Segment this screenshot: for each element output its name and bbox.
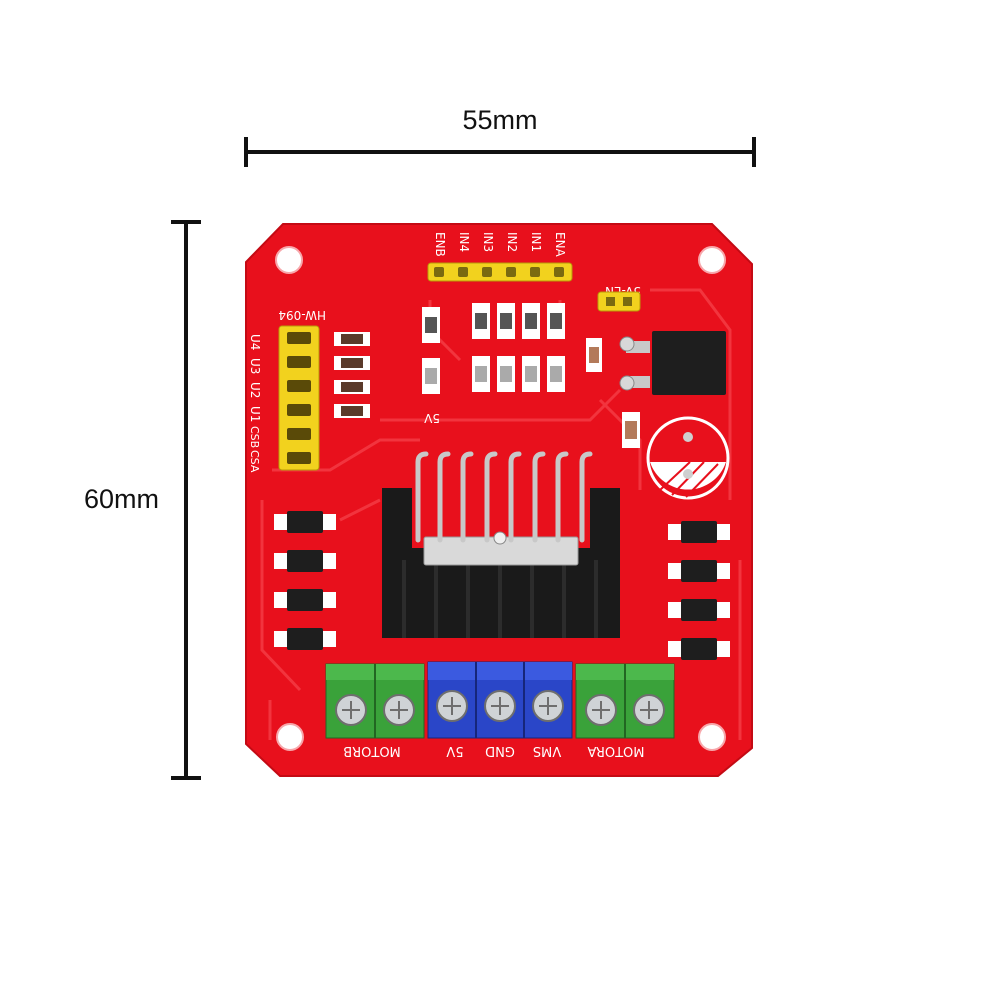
width-dimension-line: [244, 137, 756, 167]
mounting-hole: [276, 723, 304, 751]
side-jumper-block: [278, 325, 320, 471]
pin-label-ena: ENA: [553, 232, 567, 258]
led-label-5v: 5V: [423, 411, 440, 425]
resistor-column: [334, 332, 370, 418]
left-diodes: [274, 511, 336, 650]
pin-label-in2: IN2: [505, 232, 519, 252]
mounting-hole: [698, 246, 726, 274]
voltage-regulator: [619, 331, 726, 395]
terminal-motora: [575, 663, 675, 739]
mounting-hole: [698, 723, 726, 751]
height-dimension-label: 60mm: [84, 484, 160, 514]
jumper-label-u3: U3: [248, 358, 262, 374]
terminal-label-motora: MOTORA: [587, 743, 644, 758]
pcb-board: [245, 223, 753, 777]
terminal-label-5v: 5V: [446, 743, 463, 758]
pin-header: [427, 262, 573, 282]
pin-label-enb: ENB: [433, 232, 447, 257]
screw-slots: [342, 697, 658, 719]
width-dimension-label: 55mm: [462, 105, 538, 135]
board-model-label: HW-094: [278, 308, 326, 322]
smd-component-grid: [422, 303, 640, 448]
jumper-label-csb: CSB: [248, 426, 261, 448]
mounting-holes: [275, 246, 726, 751]
side-jumper-labels: U4 U3 U2 U1 CSB CSA: [248, 334, 262, 473]
terminal-labels: MOTORB 5V GND VMS MOTORA: [343, 743, 644, 758]
terminal-label-vms: VMS: [533, 743, 561, 758]
pin-label-in4: IN4: [457, 232, 471, 252]
jumper-label-u2: U2: [248, 382, 262, 398]
pin-label-in1: IN1: [529, 232, 543, 252]
terminal-motorb: [325, 663, 425, 739]
terminal-label-gnd: GND: [485, 743, 515, 758]
jumper-label-csa: CSA: [248, 450, 261, 473]
terminal-label-motorb: MOTORB: [343, 743, 401, 758]
h-bridge-heatsink: [382, 488, 620, 638]
chip-leads: [415, 451, 593, 543]
pin-header-labels: ENB IN4 IN3 IN2 IN1 ENA: [433, 232, 567, 258]
height-dimension-line: [171, 220, 201, 780]
jumper-label-u4: U4: [248, 334, 262, 350]
5v-en-jumper: [597, 291, 641, 312]
right-diodes: [668, 521, 730, 660]
pin-label-in3: IN3: [481, 232, 495, 252]
jumper-label-u1: U1: [248, 406, 262, 422]
capacitor-footprint: [646, 416, 730, 500]
mounting-hole: [275, 246, 303, 274]
